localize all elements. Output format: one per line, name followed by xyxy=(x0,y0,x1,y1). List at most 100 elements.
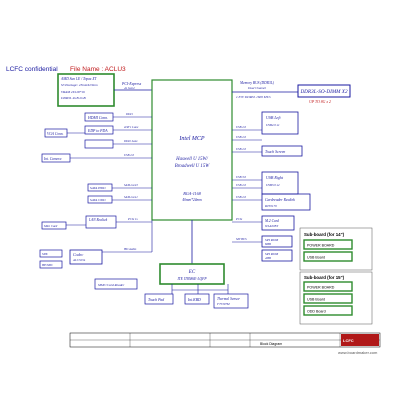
edp-link-label: eDP 1 Lane xyxy=(124,125,139,129)
subboard-15-power: POWER BOARD xyxy=(307,286,335,290)
mic-box xyxy=(39,260,63,269)
vga-bridge-box xyxy=(84,139,114,149)
ec-part: ITE IT8586E-LQFP xyxy=(176,277,207,281)
subboard-15-odd-box xyxy=(303,305,353,316)
cpu-name: Intel MCP xyxy=(178,136,204,142)
camera-link-label: USB 2.0 xyxy=(124,153,134,157)
ddi2-link-label: DDI2 Lane xyxy=(123,139,138,143)
subboard-14-usb: USB Board xyxy=(307,256,325,260)
hdmi-label: HDMI Conn. xyxy=(87,116,108,120)
bt-label: M.2 Card xyxy=(264,219,279,223)
memory-bus-label: Memory BUS (DDR3L) xyxy=(239,81,275,85)
touchpad-label: Touch Pad xyxy=(148,298,164,302)
sata2-link-label: SATA Gen1 xyxy=(124,195,138,199)
cardreader-sub: RTS5170 xyxy=(264,204,277,208)
hdd-box xyxy=(87,183,113,192)
thermal-box xyxy=(213,293,249,309)
codec-label: Codec xyxy=(73,252,83,257)
codec-box xyxy=(69,249,103,265)
thermal-sub: F75397M xyxy=(216,302,230,306)
usb-left-sub: USB2.0 x1 xyxy=(266,123,280,127)
pcie-link-label: PCIe 1x xyxy=(127,217,138,221)
wlan-box xyxy=(41,221,67,230)
subboard-15-usb: USB Board xyxy=(307,298,325,302)
title-block: LCFC Block Diagram www.boardmaker.com xyxy=(69,332,381,355)
usb-right-sub: USB3.0 x2 xyxy=(266,183,280,187)
lan-label: LAN Realtek xyxy=(88,218,108,222)
gpu-package: S3 Package: 23mmX23mm xyxy=(61,83,98,87)
touch-box xyxy=(261,145,303,157)
subboard-15-odd: ODD Board xyxy=(307,310,326,314)
cpu-block: Intel MCP Haswell U 15W/ Broadwell U 15W… xyxy=(151,79,233,221)
speaker-label: SPK xyxy=(42,252,49,256)
usb-left-label: USB Left xyxy=(266,115,281,120)
pcie2-label: PCIe xyxy=(235,217,243,221)
hda-link-label: HD Audio xyxy=(123,247,137,251)
subboard-15: Sub-board (for 15") POWER BOARD USB Boar… xyxy=(299,271,373,325)
gpu-ddr: DDR3L 4GB 2GB xyxy=(60,96,86,100)
spi-rom2-label: SPI ROM xyxy=(265,252,278,256)
touchpad-box xyxy=(144,293,174,305)
codec-sub: ALC3234 xyxy=(72,258,86,262)
dimm-sub: UP TO 8G x 2 xyxy=(309,100,331,104)
usb20e-label: USB 2.0 xyxy=(236,195,246,199)
spi-rom1-sub: 8MB xyxy=(265,242,271,246)
usb-left-box xyxy=(261,111,299,135)
odd-box xyxy=(87,195,113,204)
pcie-gpu-label: PCI-Express xyxy=(121,82,142,86)
spi-rom1-box xyxy=(261,235,293,248)
bt-sub: WLAN/BT xyxy=(265,224,278,228)
memory-bus-volt: 1.35V DDR3L 1600 MT/s xyxy=(236,95,271,99)
cpu-package: BGA-1168 xyxy=(183,191,202,196)
card-box xyxy=(94,278,138,290)
mic-label: HP/MIC xyxy=(41,263,54,267)
card-label: MMC/Card Reader xyxy=(97,283,125,287)
touch-label: Touch Screen xyxy=(265,150,285,154)
kbd-label: Int.KBD xyxy=(187,298,201,302)
usb-right-label: USB Right xyxy=(266,175,284,180)
sata1-link-label: SATA Gen3 xyxy=(124,183,138,187)
usb20a-label: USB 2.0 xyxy=(236,125,246,129)
cpu-size: 40mm*24mm xyxy=(182,198,202,202)
subboard-15-power-box xyxy=(303,281,353,292)
vga-label: VGA Conn. xyxy=(47,132,64,136)
spi-label: SPI BUS xyxy=(236,237,247,241)
confidential-label: LCFC confidential xyxy=(6,66,58,73)
ec-title: EC xyxy=(188,270,196,275)
kbd-box xyxy=(184,293,210,305)
company-logo: LCFC xyxy=(343,338,354,343)
cpu-haswell: Haswell U 15W/ xyxy=(175,157,208,162)
cpu-broadwell: Broadwell U 15W xyxy=(175,164,210,169)
gpu-vram: VRAM 2X128*16 xyxy=(61,90,85,94)
dimm-title: DDR3L-SO-DIMM X2 xyxy=(299,89,348,95)
file-name-label: File Name : ACLU3 xyxy=(70,66,126,73)
spi-rom1-label: SPI ROM xyxy=(265,238,278,242)
subboard-14-power-box xyxy=(303,239,353,250)
usb20d-label: USB 2.0 xyxy=(236,183,246,187)
spi-rom2-box xyxy=(261,249,293,262)
subboard-14: Sub-board (for 14") POWER BOARD USB Boar… xyxy=(299,227,373,271)
gpu-title: AMD Sun LE / Topaz XT xyxy=(60,77,98,81)
sheet-title: Block Diagram xyxy=(260,342,282,346)
wlan-label: Mini Card xyxy=(43,224,58,228)
dimm-block: DDR3L-SO-DIMM X2 UP TO 8G x 2 xyxy=(297,84,351,104)
pcie-gpu-sub: 4x Gen2 xyxy=(124,86,135,90)
watermark: www.boardmaker.com xyxy=(338,350,378,355)
edp-label: EDP to PDA xyxy=(87,129,108,133)
gpu-block: AMD Sun LE / Topaz XT S3 Package: 23mmX2… xyxy=(57,73,115,107)
hdmi-link-label: DDI1 xyxy=(125,112,133,116)
company-logo-box xyxy=(341,334,379,346)
ec-block: EC ITE IT8586E-LQFP xyxy=(159,263,225,285)
subboard-14-usb-box xyxy=(303,251,353,262)
spi-rom2-sub: 4MB xyxy=(265,256,271,260)
speaker-box xyxy=(39,249,63,258)
usb30-label: USB 3.0 xyxy=(236,175,246,179)
bt-box xyxy=(261,215,295,231)
usb20b-label: USB 2.0 xyxy=(236,135,246,139)
odd-label: SATA ODD xyxy=(90,198,106,202)
subboard-15-title: Sub-board (for 15") xyxy=(304,275,345,280)
camera-label: Int. Camera xyxy=(43,157,62,161)
cardreader-label: Cardreader Realtek xyxy=(265,198,295,202)
